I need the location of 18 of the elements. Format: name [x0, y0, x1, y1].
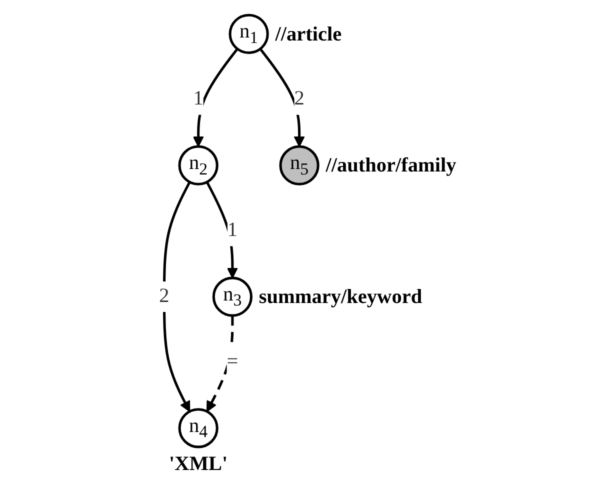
edge-label: 1: [228, 220, 238, 242]
node-annotation: summary/keyword: [259, 286, 422, 308]
node-annotation: //article: [276, 23, 342, 46]
arrow: [260, 48, 306, 148]
edge-label: =: [227, 351, 238, 373]
node-circle: n$_{5}$: [280, 145, 320, 186]
arrow: [193, 48, 239, 148]
arrow: [163, 181, 192, 412]
node-circle: n$_{3}$: [212, 276, 253, 317]
edge-label: 2: [294, 88, 305, 110]
node-circle: n$_{2}$: [178, 145, 219, 186]
node-circle: n$_{1}$: [229, 14, 270, 54]
edge-label: 1: [194, 88, 204, 110]
node-annotation: 'XML': [169, 452, 228, 475]
edge-label: 2: [159, 285, 170, 307]
node-annotation: //author/family: [326, 154, 457, 177]
arrow: [206, 181, 238, 278]
node-circle: n$_{4}$: [178, 408, 219, 448]
